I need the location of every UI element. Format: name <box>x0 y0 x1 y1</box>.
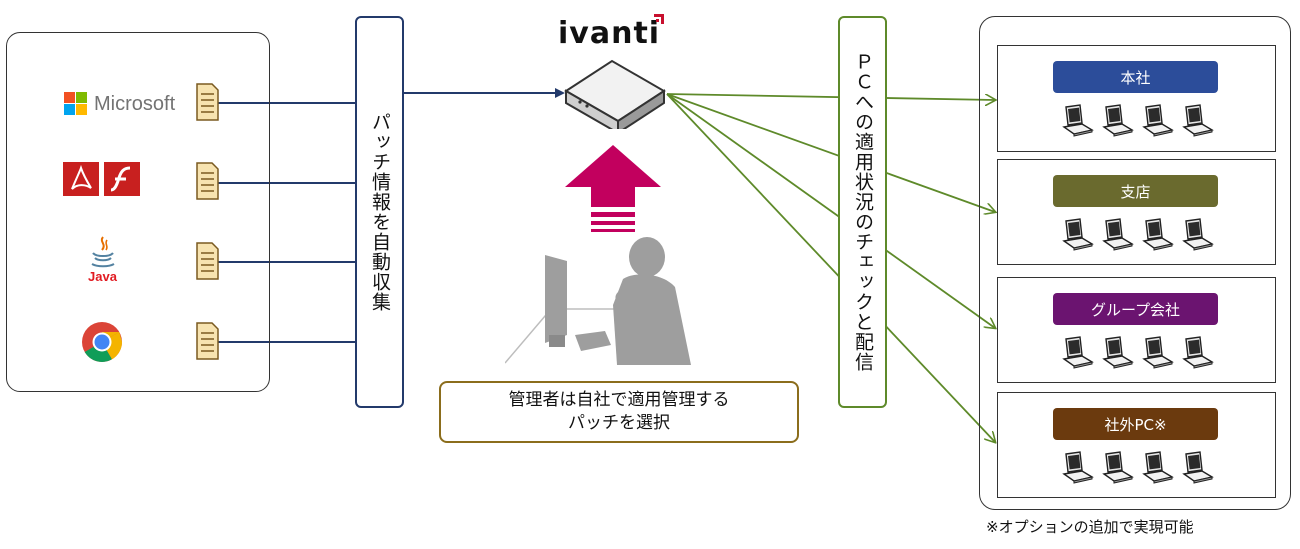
auto-collect-label: パッチ情報を自動収集 <box>369 112 391 312</box>
pc-row <box>1060 450 1220 490</box>
client-pc-icon <box>1140 103 1176 139</box>
client-pc-icon <box>1140 335 1176 371</box>
pc-row <box>1060 335 1220 375</box>
pc-row <box>1060 217 1220 257</box>
client-pc-icon <box>1060 103 1096 139</box>
client-pc-icon <box>1180 335 1216 371</box>
windows-icon <box>64 92 87 115</box>
patch-server-icon <box>564 59 666 129</box>
client-pc-icon <box>1100 217 1136 253</box>
site-box-branch: 支店 <box>997 159 1276 265</box>
client-pc-icon <box>1180 450 1216 486</box>
client-pc-icon <box>1140 217 1176 253</box>
vendor-panel <box>6 32 270 392</box>
distribute-arrow <box>666 93 995 212</box>
chrome-logo <box>82 322 122 362</box>
admin-message-line2: パッチを選択 <box>568 413 670 433</box>
select-patch-arrow-icon <box>565 145 661 232</box>
adobe-flash-icon <box>104 162 140 196</box>
java-wordmark: Java <box>88 269 117 284</box>
client-pc-icon <box>1060 335 1096 371</box>
client-pc-icon <box>1140 450 1176 486</box>
admin-message-box: 管理者は自社で適用管理する パッチを選択 <box>439 381 799 443</box>
site-box-external: 社外PC※ <box>997 392 1276 498</box>
site-label: 社外PC※ <box>1053 408 1218 440</box>
clients-panel <box>979 16 1291 510</box>
patch-document-icon <box>196 162 219 200</box>
ivanti-logo: ivanti <box>558 16 661 51</box>
administrator-figure <box>505 237 691 365</box>
distribute-label: ＰＣへの適用状況のチェックと配信 <box>852 52 874 372</box>
admin-message-line1: 管理者は自社で適用管理する <box>508 390 730 410</box>
ivanti-mark-icon <box>654 14 664 24</box>
client-pc-icon <box>1060 450 1096 486</box>
distribute-arrow <box>666 93 995 100</box>
client-pc-icon <box>1100 103 1136 139</box>
client-pc-icon <box>1100 450 1136 486</box>
site-box-hq: 本社 <box>997 45 1276 152</box>
client-pc-icon <box>1180 217 1216 253</box>
client-pc-icon <box>1060 217 1096 253</box>
microsoft-wordmark: Microsoft <box>94 93 176 115</box>
footnote: ※オプションの追加で実現可能 <box>986 518 1194 536</box>
distribute-arrow <box>666 93 995 442</box>
site-label: 支店 <box>1053 175 1218 207</box>
patch-document-icon <box>196 322 219 360</box>
patch-document-icon <box>196 242 219 280</box>
pc-row <box>1060 103 1220 143</box>
auto-collect-box: パッチ情報を自動収集 <box>355 16 404 408</box>
site-label: グループ会社 <box>1053 293 1218 325</box>
site-label: 本社 <box>1053 61 1218 93</box>
java-logo: Java <box>86 235 120 287</box>
distribute-box: ＰＣへの適用状況のチェックと配信 <box>838 16 887 408</box>
adobe-acrobat-icon <box>63 162 99 196</box>
java-cup-icon <box>91 236 115 268</box>
client-pc-icon <box>1180 103 1216 139</box>
site-box-group: グループ会社 <box>997 277 1276 383</box>
distribute-arrow <box>666 93 995 328</box>
patch-document-icon <box>196 83 219 121</box>
microsoft-logo: Microsoft <box>64 92 186 116</box>
client-pc-icon <box>1100 335 1136 371</box>
